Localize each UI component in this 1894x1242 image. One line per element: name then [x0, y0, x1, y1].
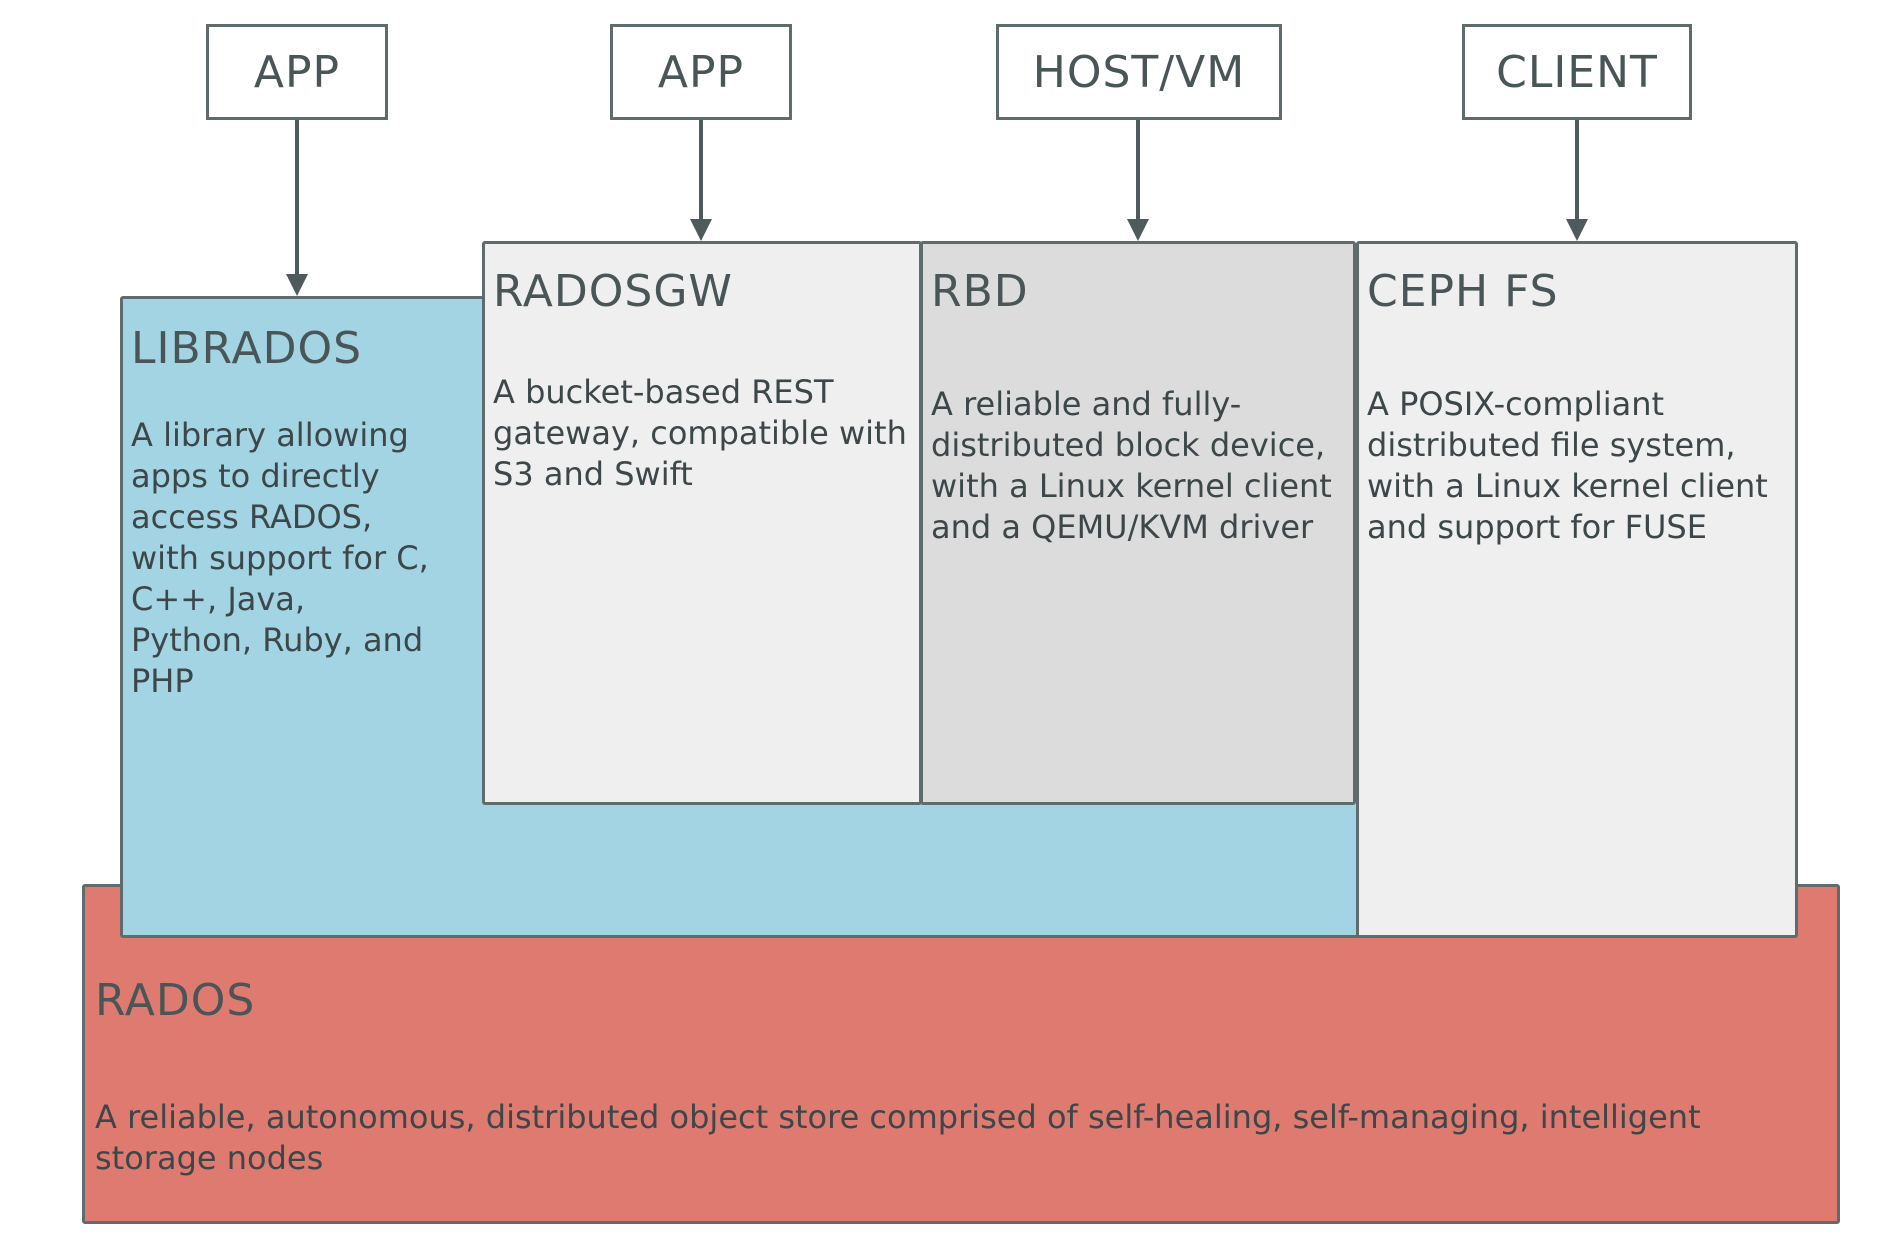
client-box-app-1: APP: [206, 24, 388, 120]
client-box-client: CLIENT: [1462, 24, 1692, 120]
client-box-host-vm: HOST/VM: [996, 24, 1282, 120]
arrowhead-radosgw: [690, 219, 712, 241]
librados-title: LIBRADOS: [131, 323, 363, 374]
librados-description: A library allowing apps to directly acce…: [131, 416, 429, 700]
arrowhead-librados: [286, 274, 308, 296]
cephfs-description: A POSIX-compliant distributed file syste…: [1367, 385, 1768, 546]
arrowhead-cephfs: [1566, 219, 1588, 241]
rbd-description: A reliable and fully-distributed block d…: [931, 385, 1332, 546]
rados-title: RADOS: [95, 975, 256, 1026]
client-box-app-2: APP: [610, 24, 792, 120]
rados-layer: RADOS A reliable, autonomous, distribute…: [82, 884, 1840, 1224]
rbd-layer: RBD A reliable and fully-distributed blo…: [920, 241, 1356, 805]
cephfs-layer: CEPH FS A POSIX-compliant distributed fi…: [1356, 241, 1798, 938]
rbd-title: RBD: [931, 266, 1029, 317]
rados-description: A reliable, autonomous, distributed obje…: [95, 1098, 1701, 1177]
radosgw-description: A bucket-based REST gateway, compatible …: [493, 373, 907, 493]
radosgw-layer: RADOSGW A bucket-based REST gateway, com…: [482, 241, 922, 805]
radosgw-title: RADOSGW: [493, 266, 733, 317]
cephfs-title: CEPH FS: [1367, 266, 1559, 317]
arrowhead-rbd: [1127, 219, 1149, 241]
